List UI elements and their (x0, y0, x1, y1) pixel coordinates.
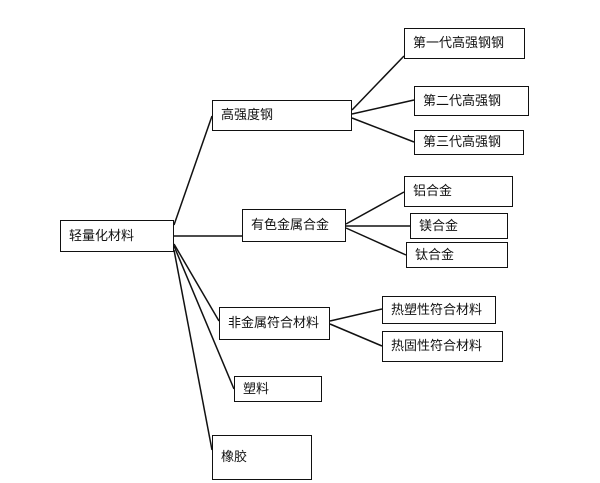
branch-nonmetal-composite: 非金属符合材料 (219, 307, 330, 340)
branch-plastic-label: 塑料 (243, 381, 270, 397)
connector-composite-thermoset (329, 323, 383, 347)
leaf-titanium-alloy-label: 钛合金 (415, 247, 455, 263)
root-node: 轻量化材料 (60, 220, 174, 252)
branch-nonferrous-alloy-label: 有色金属合金 (251, 218, 330, 233)
leaf-steel-gen1: 第一代高强钢钢 (404, 28, 525, 59)
leaf-aluminum-alloy: 铝合金 (404, 176, 513, 207)
branch-high-strength-steel: 高强度钢 (212, 100, 352, 131)
branch-rubber: 橡胶 (212, 435, 312, 480)
root-node-label: 轻量化材料 (69, 228, 135, 244)
connector-composite-thermoplastic (329, 308, 383, 322)
branch-nonmetal-composite-label: 非金属符合材料 (228, 316, 320, 331)
leaf-thermoset-composite: 热固性符合材料 (382, 331, 503, 362)
connector-root-high-strength-steel (173, 115, 213, 226)
connector-root-rubber (173, 249, 213, 451)
connector-steel-gen1 (351, 55, 405, 111)
leaf-magnesium-alloy-label: 镁合金 (419, 218, 459, 234)
leaf-steel-gen2: 第二代高强钢 (414, 86, 529, 116)
connector-alloy-titanium (345, 227, 407, 256)
leaf-thermoplastic-composite-label: 热塑性符合材料 (391, 302, 483, 318)
leaf-steel-gen1-label: 第一代高强钢钢 (413, 36, 505, 51)
leaf-steel-gen2-label: 第二代高强钢 (423, 93, 502, 109)
connector-steel-gen3 (351, 117, 415, 143)
branch-plastic: 塑料 (234, 376, 322, 402)
leaf-aluminum-alloy-label: 铝合金 (413, 184, 453, 199)
connector-alloy-aluminum (345, 191, 405, 225)
branch-rubber-label: 橡胶 (221, 450, 248, 465)
branch-high-strength-steel-label: 高强度钢 (221, 108, 274, 123)
leaf-thermoplastic-composite: 热塑性符合材料 (382, 296, 496, 324)
connector-root-nonmetal-composite (173, 243, 220, 322)
leaf-magnesium-alloy: 镁合金 (410, 213, 508, 239)
connector-root-plastic (173, 245, 235, 390)
leaf-steel-gen3: 第三代高强钢 (414, 130, 524, 155)
leaf-titanium-alloy: 钛合金 (406, 242, 508, 268)
connector-steel-gen2 (351, 99, 415, 115)
leaf-thermoset-composite-label: 热固性符合材料 (391, 339, 483, 354)
branch-nonferrous-alloy: 有色金属合金 (242, 209, 346, 242)
leaf-steel-gen3-label: 第三代高强钢 (423, 135, 502, 150)
